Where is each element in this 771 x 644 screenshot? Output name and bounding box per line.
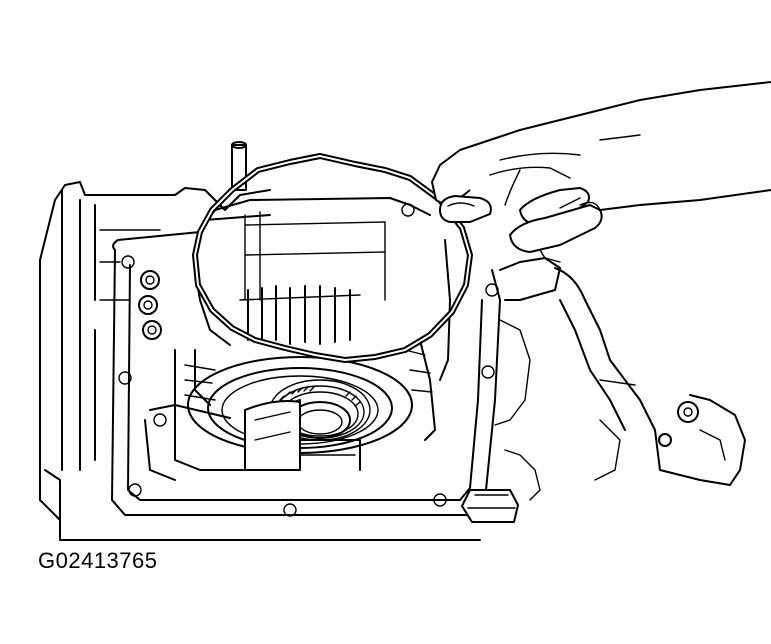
drain-plug: [461, 489, 519, 523]
clutch-drum: [144, 197, 451, 481]
transmission-case: [39, 181, 501, 541]
hand-icon: [431, 81, 771, 263]
o-ring-gasket: [192, 153, 473, 363]
figure-code: G02413765: [38, 548, 158, 573]
right-housing: [494, 257, 746, 501]
